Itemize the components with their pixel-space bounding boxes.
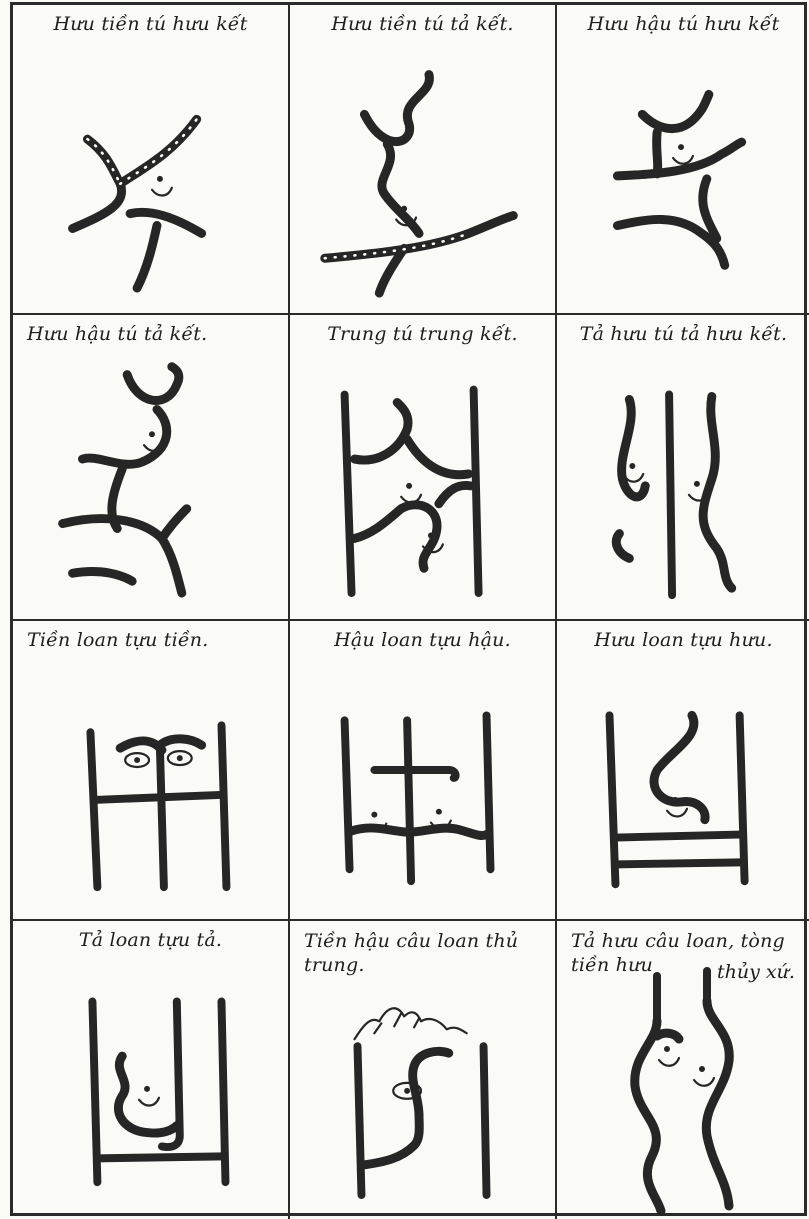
panel-1: Hưu tiền tú hưu kết xyxy=(13,5,290,315)
panel-6: Tả hưu tú tả hưu kết. xyxy=(557,315,809,621)
panel-12: Tả hưu câu loan, tòng tiền hưu thủy xứ. xyxy=(557,921,809,1219)
panel-9-sketch xyxy=(557,621,809,919)
panel-3: Hưu hậu tú hưu kết xyxy=(557,5,809,315)
diagram-grid: Hưu tiền tú hưu kết Hưu tiền tú tả kết. xyxy=(10,2,807,1216)
panel-10-sketch xyxy=(13,921,288,1219)
panel-5-sketch xyxy=(290,315,555,619)
panel-11-sketch xyxy=(290,921,555,1219)
panel-12-sketch xyxy=(557,921,809,1219)
panel-5: Trung tú trung kết. xyxy=(290,315,557,621)
panel-8: Hậu loan tựu hậu. xyxy=(290,621,557,921)
panel-4-sketch xyxy=(13,315,288,619)
panel-7-sketch xyxy=(13,621,288,919)
panel-11: Tiền hậu câu loan thủ trung. xyxy=(290,921,557,1219)
panel-10: Tả loan tựu tả. xyxy=(13,921,290,1219)
panel-7: Tiền loan tựu tiền. xyxy=(13,621,290,921)
panel-2-sketch xyxy=(290,5,555,313)
panel-6-sketch xyxy=(557,315,809,619)
panel-9: Hưu loan tựu hưu. xyxy=(557,621,809,921)
panel-2: Hưu tiền tú tả kết. xyxy=(290,5,557,315)
panel-8-sketch xyxy=(290,621,555,919)
panel-1-sketch xyxy=(13,5,288,313)
panel-3-sketch xyxy=(557,5,809,313)
panel-4: Hưu hậu tú tả kết. xyxy=(13,315,290,621)
